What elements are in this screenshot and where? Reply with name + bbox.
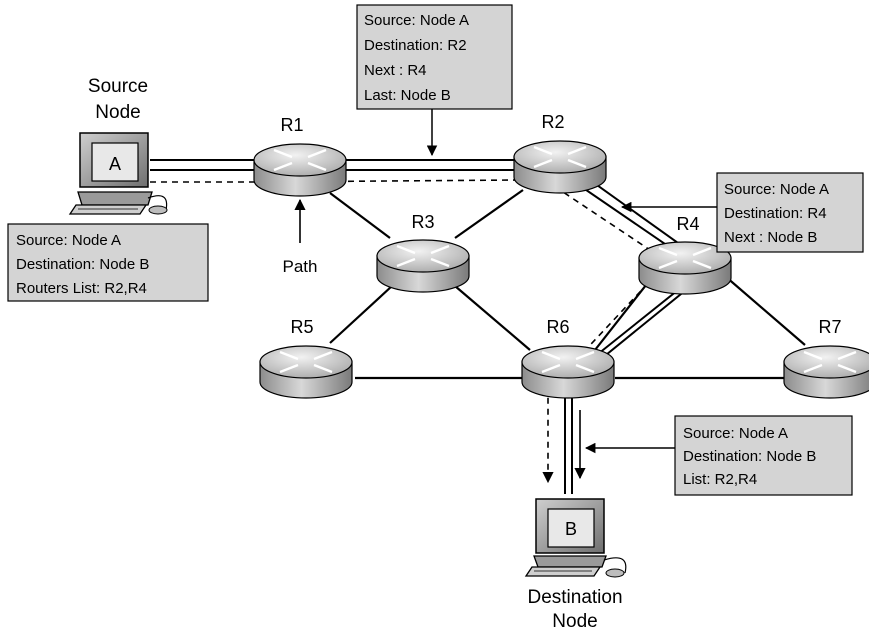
r4-box-line-1: Source: Node A	[724, 181, 829, 198]
source-box-line-2: Destination: Node B	[16, 256, 149, 273]
router-label: R6	[546, 317, 569, 337]
r2-info-box: Source: Node A Destination: R2 Next : R4…	[356, 4, 513, 110]
link-r3-r6	[454, 285, 531, 351]
router-label: R4	[676, 214, 699, 234]
destination-node-caption-line2: Node	[552, 611, 597, 632]
router-r3: R3	[376, 212, 470, 293]
r4-box-line-2: Destination: R4	[724, 205, 827, 222]
route-path	[150, 159, 715, 494]
source-info-box: Source: Node A Destination: Node B Route…	[7, 223, 209, 302]
route-dashed	[150, 179, 670, 484]
link-r1-r3	[329, 192, 391, 239]
router-r6: R6	[521, 317, 615, 399]
link-r4-r7	[717, 269, 806, 346]
r2-box-line-3: Next : R4	[364, 62, 427, 79]
source-box-line-1: Source: Node A	[16, 232, 121, 249]
link-r4-r6	[594, 279, 651, 351]
destination-computer: B	[524, 498, 627, 578]
router-r7: R7	[783, 317, 869, 399]
router-label: R1	[280, 115, 303, 135]
router-arrows-icon	[658, 246, 712, 270]
r2-box-line-1: Source: Node A	[364, 12, 469, 29]
router-arrows-icon	[273, 148, 327, 172]
r2-box-line-2: Destination: R2	[364, 37, 467, 54]
source-node-caption-line2: Node	[95, 102, 140, 123]
router-r5: R5	[259, 317, 353, 399]
router-r4: R4	[638, 214, 732, 295]
source-node-caption-line1: Source	[88, 76, 148, 97]
router-arrows-icon	[803, 350, 857, 374]
dest-box-line-1: Source: Node A	[683, 425, 788, 442]
source-node-letter: A	[109, 154, 121, 174]
destination-info-box: Source: Node A Destination: Node B List:…	[674, 415, 853, 496]
r4-info-box: Source: Node A Destination: R4 Next : No…	[716, 172, 864, 253]
destination-node-caption-line1: Destination	[527, 587, 622, 608]
source-computer: A	[68, 132, 168, 215]
dest-box-line-2: Destination: Node B	[683, 448, 816, 465]
destination-node-letter: B	[565, 519, 577, 539]
r2-box-line-4: Last: Node B	[364, 87, 451, 104]
router-label: R3	[411, 212, 434, 232]
router-label: R7	[818, 317, 841, 337]
r4-box-line-3: Next : Node B	[724, 229, 817, 246]
dest-box-line-3: List: R2,R4	[683, 471, 757, 488]
router-arrows-icon	[533, 145, 587, 169]
router-arrows-icon	[396, 244, 450, 268]
router-label: R5	[290, 317, 313, 337]
link-r3-r5	[329, 285, 393, 344]
router-arrows-icon	[279, 350, 333, 374]
link-r3-r2	[454, 189, 524, 239]
router-label: R2	[541, 112, 564, 132]
router-r2: R2	[513, 112, 607, 194]
source-box-line-3: Routers List: R2,R4	[16, 280, 147, 297]
router-r1: R1	[253, 115, 347, 197]
path-label: Path	[283, 257, 318, 276]
router-arrows-icon	[541, 350, 595, 374]
